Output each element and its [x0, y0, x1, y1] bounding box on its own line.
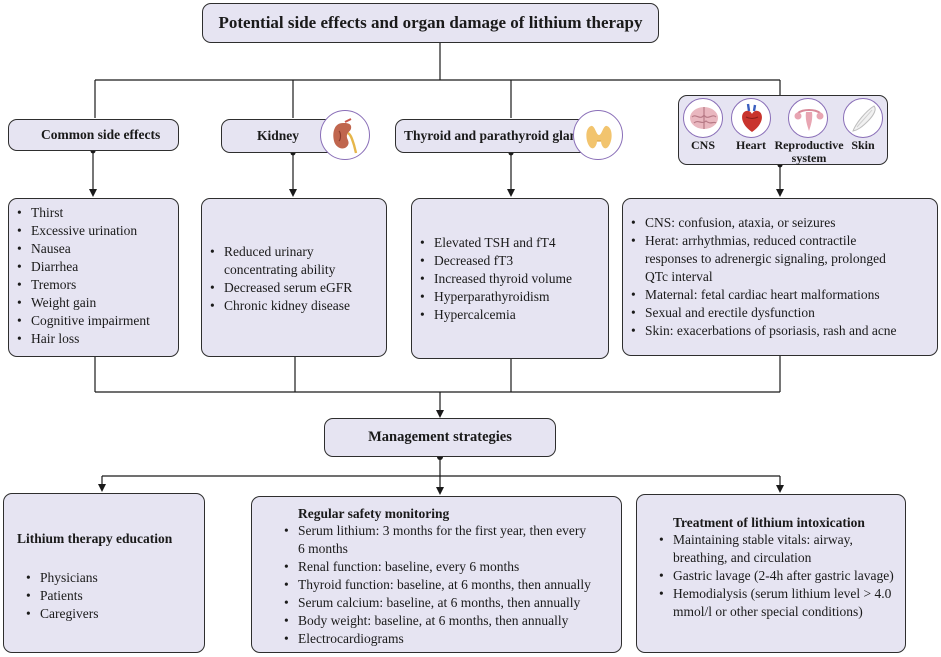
reproductive-system-icon	[788, 98, 828, 138]
list-item: Cognitive impairment	[9, 312, 178, 330]
kidney-icon	[320, 110, 370, 160]
monitoring-list: Serum lithium: 3 months for the first ye…	[252, 522, 621, 648]
list-item: Physicians	[18, 569, 98, 587]
other-effects-list-box: CNS: confusion, ataxia, or seizures Hera…	[622, 198, 938, 356]
education-list: Physicians Patients Caregivers	[18, 569, 98, 623]
education-title: Lithium therapy education	[17, 531, 173, 546]
list-item: Diarrhea	[9, 258, 178, 276]
thyroid-header: Thyroid and parathyroid glands	[395, 119, 592, 153]
common-side-effects-list-box: Thirst Excessive urination Nausea Diarrh…	[8, 198, 179, 357]
intoxication-list: Maintaining stable vitals: airway, breat…	[637, 531, 905, 621]
list-item: Hypercalcemia	[412, 306, 608, 324]
other-effects-list: CNS: confusion, ataxia, or seizures Hera…	[623, 214, 937, 340]
thyroid-icon	[573, 110, 623, 160]
list-item: Body weight: baseline, at 6 months, then…	[276, 612, 593, 630]
skin-icon	[843, 98, 883, 138]
thyroid-list-box: Elevated TSH and fT4 Decreased fT3 Incre…	[411, 198, 609, 359]
list-item: Patients	[18, 587, 98, 605]
list-item: Hemodialysis (serum lithium level > 4.0 …	[651, 585, 897, 621]
list-item: Decreased fT3	[412, 252, 608, 270]
organ-label-heart: Heart	[736, 138, 766, 152]
education-box: Lithium therapy education Physicians Pat…	[3, 493, 205, 653]
intoxication-title: Treatment of lithium intoxication	[673, 515, 865, 530]
list-item: Serum lithium: 3 months for the first ye…	[276, 522, 593, 558]
list-item: Nausea	[9, 240, 178, 258]
list-item: Hyperparathyroidism	[412, 288, 608, 306]
list-item: Excessive urination	[9, 222, 178, 240]
kidney-list-box: Reduced urinary concentrating ability De…	[201, 198, 387, 357]
list-item: Maintaining stable vitals: airway, breat…	[651, 531, 897, 567]
list-item: Serum calcium: baseline, at 6 months, th…	[276, 594, 593, 612]
list-item: Sexual and erectile dysfunction	[623, 304, 937, 322]
list-item: Reduced urinary concentrating ability	[202, 243, 386, 279]
list-item: Hair loss	[9, 330, 178, 348]
list-item: Thyroid function: baseline, at 6 months,…	[276, 576, 593, 594]
organ-label-cns: CNS	[690, 138, 715, 152]
diagram-title-box: Potential side effects and organ damage …	[202, 3, 659, 43]
list-item: Renal function: baseline, every 6 months	[276, 558, 593, 576]
list-item: Herat: arrhythmias, reduced contractile …	[623, 232, 937, 286]
intoxication-box: Treatment of lithium intoxication Mainta…	[636, 494, 906, 653]
organ-label-skin: Skin	[851, 138, 875, 152]
list-item: Increased thyroid volume	[412, 270, 608, 288]
list-item: Thirst	[9, 204, 178, 222]
list-item: Gastric lavage (2-4h after gastric lavag…	[651, 567, 897, 585]
common-side-effects-list: Thirst Excessive urination Nausea Diarrh…	[9, 204, 178, 348]
list-item: Decreased serum eGFR	[202, 279, 386, 297]
management-header: Management strategies	[368, 429, 512, 445]
heart-icon	[731, 98, 771, 138]
management-header-box: Management strategies	[324, 418, 556, 457]
brain-icon	[683, 98, 723, 138]
monitoring-box: Regular safety monitoring Serum lithium:…	[251, 496, 622, 653]
common-side-effects-header: Common side effects	[8, 119, 179, 151]
common-side-effects-header-label: Common side effects	[41, 127, 161, 142]
organ-label-reproductive-system: Reproductive system	[774, 138, 844, 165]
list-item: Maternal: fetal cardiac heart malformati…	[623, 286, 937, 304]
list-item: Elevated TSH and fT4	[412, 234, 608, 252]
list-item: Caregivers	[18, 605, 98, 623]
kidney-list: Reduced urinary concentrating ability De…	[202, 243, 386, 315]
list-item: Skin: exacerbations of psoriasis, rash a…	[623, 322, 937, 340]
thyroid-list: Elevated TSH and fT4 Decreased fT3 Incre…	[412, 234, 608, 324]
diagram-title: Potential side effects and organ damage …	[218, 13, 643, 32]
kidney-header-label: Kidney	[257, 128, 300, 143]
monitoring-title: Regular safety monitoring	[298, 506, 450, 521]
list-item: Electrocardiograms	[276, 630, 593, 648]
list-item: Tremors	[9, 276, 178, 294]
list-item: Weight gain	[9, 294, 178, 312]
list-item: CNS: confusion, ataxia, or seizures	[623, 214, 937, 232]
thyroid-header-label: Thyroid and parathyroid glands	[404, 128, 590, 143]
list-item: Chronic kidney disease	[202, 297, 386, 315]
